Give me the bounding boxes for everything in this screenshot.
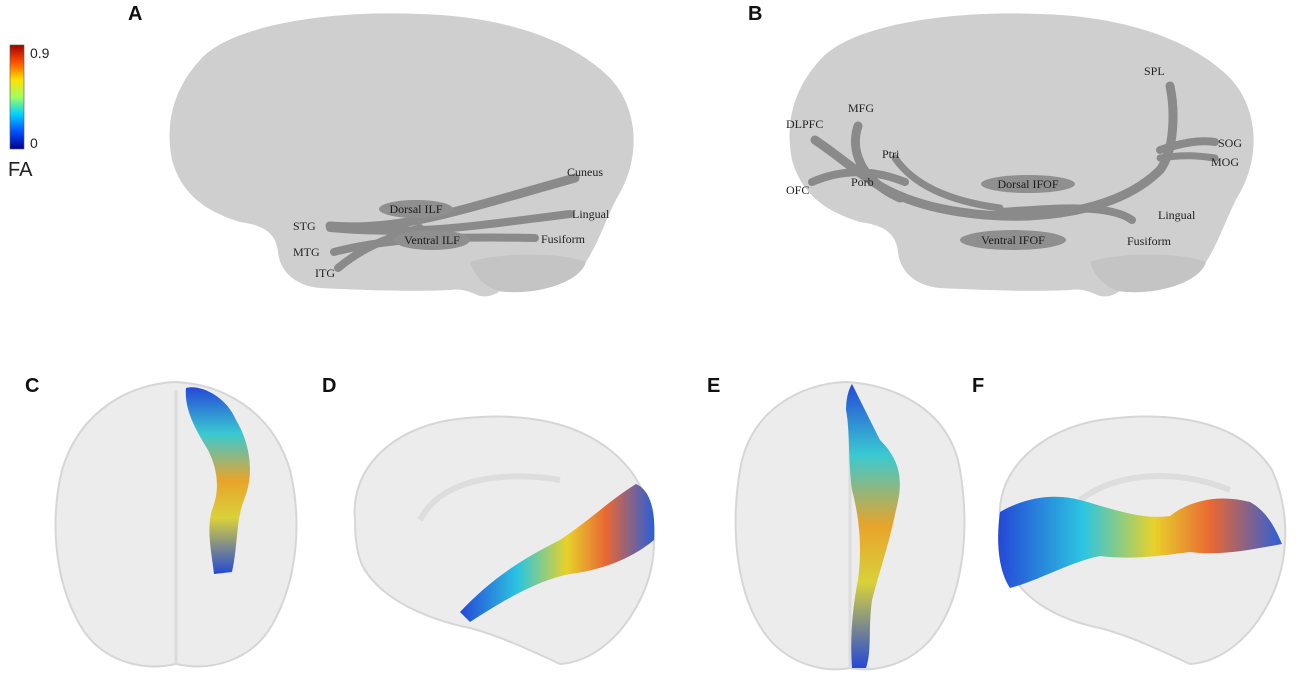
region-mtg: MTG [293, 245, 320, 259]
cerebellum-a [470, 254, 586, 293]
panel-b: B Dorsal IFOF Ventral IFOF DLPFC MFG Ptr… [748, 3, 1254, 297]
ventral-ifof-oval [960, 230, 1066, 250]
region-lingual-b: Lingual [1158, 208, 1196, 222]
panel-c-letter: C [25, 375, 39, 397]
dorsal-ifof-label: Dorsal IFOF [997, 177, 1058, 191]
ifof-tract-axial [846, 384, 900, 668]
panel-d-letter: D [322, 375, 336, 397]
region-dlpfc: DLPFC [786, 117, 823, 131]
ifof-tracts [808, 81, 1219, 224]
panel-f: F [972, 375, 1287, 666]
region-ptri: Ptri [882, 147, 900, 161]
panel-b-letter: B [748, 3, 762, 25]
colorbar: 0.9 0 FA [8, 44, 50, 181]
colorbar-min-label: 0 [30, 135, 38, 151]
panel-e-letter: E [707, 375, 720, 397]
region-stg: STG [293, 219, 316, 233]
colorbar-title: FA [8, 159, 33, 181]
ilf-tract-axial [185, 387, 250, 574]
colorbar-max-label: 0.9 [30, 45, 50, 61]
panel-e: E [707, 375, 966, 671]
panel-a-letter: A [128, 3, 142, 25]
region-fusiform-a: Fusiform [541, 232, 586, 246]
ifof-tract-sagittal [998, 496, 1282, 588]
dorsal-ilf-oval [379, 200, 453, 218]
region-lingual-a: Lingual [572, 207, 610, 221]
ventral-ilf-oval [394, 230, 470, 250]
brain-lateral-a [169, 13, 634, 297]
panel-c: C [25, 375, 298, 668]
ilf-tract-sagittal [460, 484, 655, 622]
ventral-ifof-label: Ventral IFOF [981, 233, 1045, 247]
region-mog: MOG [1211, 155, 1239, 169]
brain-sagittal-d [353, 415, 655, 666]
region-ofc: OFC [786, 183, 809, 197]
ventral-ilf-label: Ventral ILF [404, 233, 460, 247]
cerebellum-b [1090, 254, 1206, 293]
region-fusiform-b: Fusiform [1127, 234, 1172, 248]
panel-a: A Dorsal ILF Ventral ILF STG MTG ITG Cun… [128, 3, 634, 297]
brain-lateral-b [789, 13, 1254, 297]
dorsal-ilf-label: Dorsal ILF [390, 202, 443, 216]
region-cuneus: Cuneus [567, 165, 603, 179]
region-spl: SPL [1144, 64, 1165, 78]
panel-f-letter: F [972, 375, 984, 397]
panel-d: D [322, 375, 655, 666]
region-sog: SOG [1218, 136, 1242, 150]
colorbar-ramp [9, 44, 25, 150]
dorsal-ifof-oval [981, 175, 1075, 193]
region-itg: ITG [315, 266, 335, 280]
region-porb: Porb [851, 175, 874, 189]
region-mfg: MFG [848, 101, 874, 115]
